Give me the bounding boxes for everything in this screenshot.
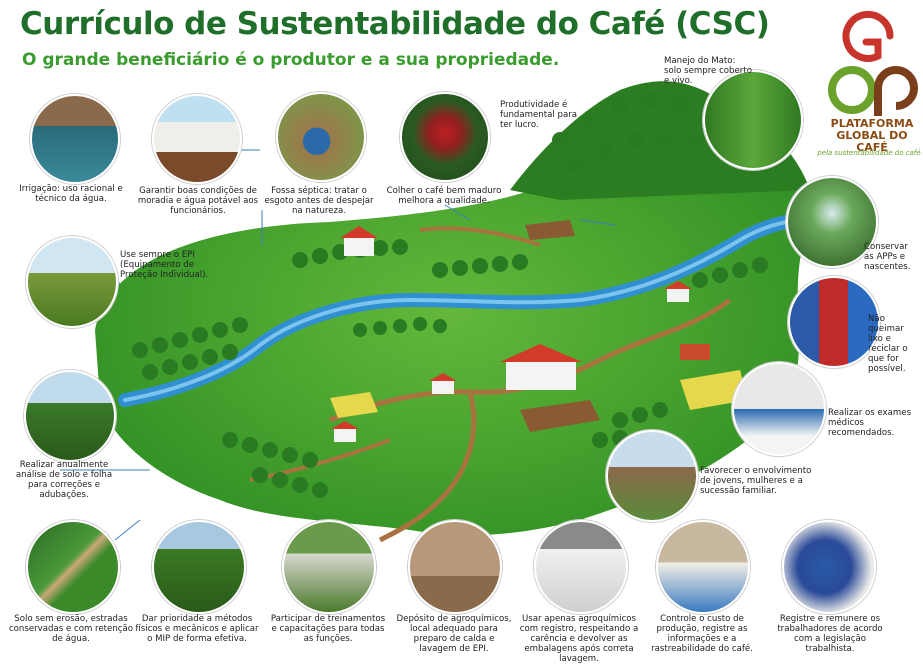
- barn: [680, 344, 710, 360]
- caption-cost: Controle o custo de produção, registre a…: [651, 614, 753, 654]
- photo-ppe: [26, 236, 118, 328]
- caption-medical: Realizar os exames médicos recomendados.: [828, 408, 912, 438]
- page-subtitle: O grande beneficiário é o produtor e a s…: [22, 50, 560, 70]
- photo-ipm: [152, 520, 246, 614]
- photo-chemical-storage: [408, 520, 502, 614]
- land-mass: [95, 92, 804, 536]
- photo-erosion: [26, 520, 120, 614]
- small-house: [340, 226, 378, 256]
- caption-irrigation: Irrigação: uso racional e técnico da águ…: [19, 184, 123, 204]
- caption-productivity: Produtividade é fundamental para ter luc…: [500, 100, 578, 130]
- caption-soil-analysis: Realizar anualmente análise de solo e fo…: [15, 460, 113, 500]
- caption-ground-cover: Manejo do Mato: solo sempre coberto e vi…: [664, 56, 752, 86]
- photo-septic: [276, 92, 366, 182]
- photo-housing: [152, 94, 242, 184]
- caption-training: Participar de treinamentos e capacitaçõe…: [270, 614, 386, 644]
- caption-ppe: Use sempre o EPI (Equipamento de Proteçã…: [120, 250, 209, 280]
- caption-ipm: Dar prioridade a métodos físicos e mecân…: [135, 614, 259, 644]
- photo-coffee-cherries: [400, 92, 490, 182]
- house-right: [664, 281, 692, 302]
- caption-harvest: Colher o café bem maduro melhora a quali…: [386, 186, 502, 206]
- page-title: Currículo de Sustentabilidade do Café (C…: [20, 6, 770, 42]
- soil-plot: [525, 220, 575, 240]
- plataforma-global-logo: [828, 10, 918, 116]
- caption-springs: Conservar as APPs e nascentes.: [864, 242, 911, 272]
- photo-labor-card: [782, 520, 876, 614]
- caption-youth: Favorecer o envolvimento de jovens, mulh…: [700, 466, 812, 496]
- caption-erosion: Solo sem erosão, estradas conservadas e …: [8, 614, 134, 644]
- caption-waste: Não queimar lixo e reciclar o que for po…: [868, 314, 908, 374]
- photo-irrigation: [30, 94, 120, 184]
- caption-labor: Registre e remunere os trabalhadores de …: [777, 614, 883, 654]
- caption-septic: Fossa séptica: tratar o esgoto antes de …: [264, 186, 374, 216]
- photo-training: [282, 520, 376, 614]
- caption-chemical-storage: Depósito de agroquímicos, local adequado…: [396, 614, 512, 654]
- crop-field: [330, 392, 378, 418]
- photo-soil-analysis: [24, 370, 116, 462]
- photo-packaging: [534, 520, 628, 614]
- caption-housing: Garantir boas condições de moradia e águ…: [137, 186, 259, 216]
- photo-medical-exam: [732, 362, 826, 456]
- main-house: [500, 344, 582, 390]
- photo-cost-control: [656, 520, 750, 614]
- shed: [429, 373, 457, 394]
- logo-tagline: pela sustentabilidade do café: [817, 149, 921, 157]
- photo-recycling: [788, 276, 880, 368]
- photo-ground-cover: [703, 70, 803, 170]
- photo-springs: [786, 176, 878, 268]
- crop-field: [680, 370, 748, 410]
- photo-youth-women: [606, 430, 698, 522]
- caption-packaging: Usar apenas agroquímicos com registro, r…: [519, 614, 639, 664]
- house-left: [331, 421, 359, 442]
- soil-plot: [520, 400, 600, 432]
